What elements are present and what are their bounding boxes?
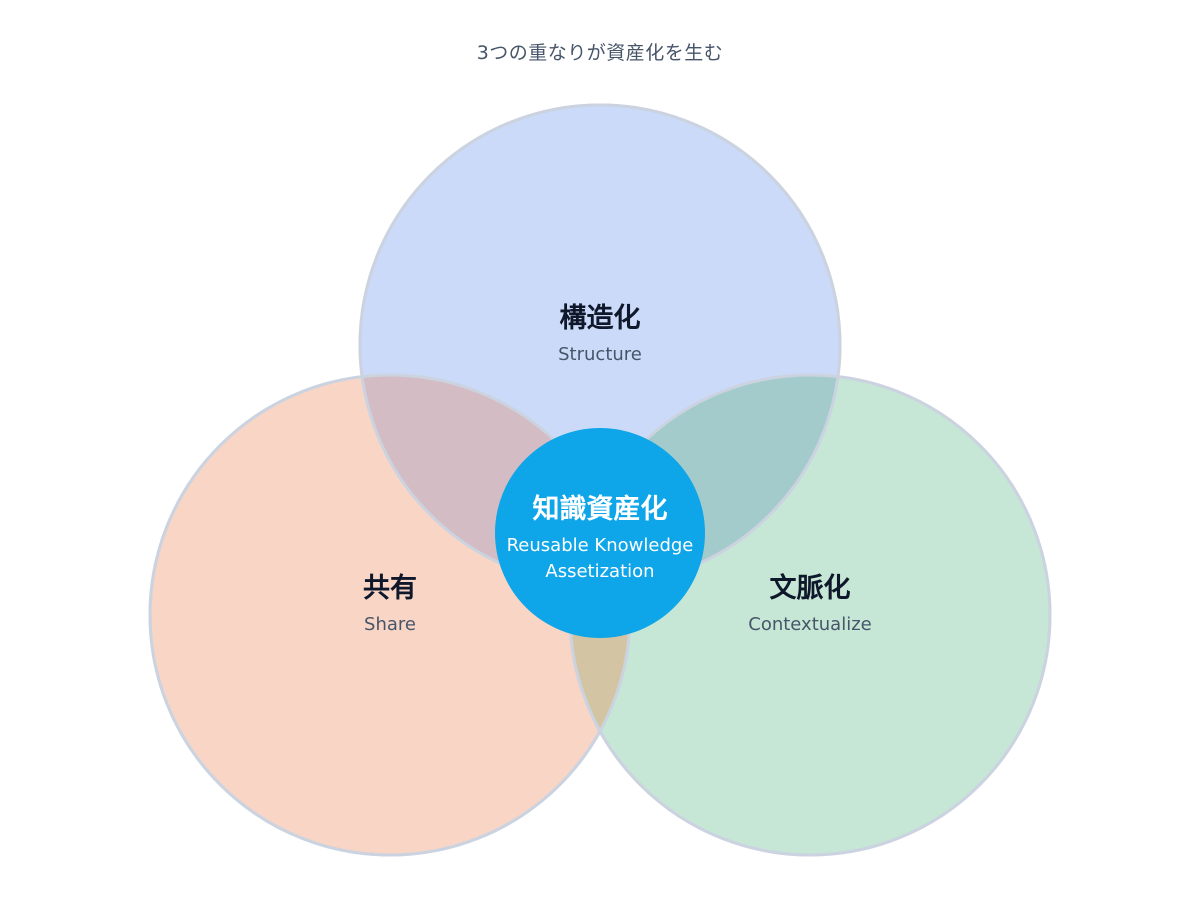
structure-title: 構造化 [559, 303, 641, 334]
center-title: 知識資産化 [532, 494, 668, 525]
center-circle [495, 428, 705, 638]
overlap-structure-context [570, 375, 840, 585]
center-label: 知識資産化 Reusable Knowledge Assetization [460, 493, 740, 585]
context-title: 文脈化 [769, 573, 851, 604]
share-subtitle: Share [364, 614, 416, 635]
center-subtitle-line2: Assetization [545, 561, 655, 582]
overlap-structure-share [360, 375, 630, 585]
diagram-caption: 3つの重なりが資産化を生む [476, 42, 724, 64]
context-label: 文脈化 Contextualize [630, 572, 990, 636]
context-subtitle: Contextualize [748, 614, 872, 635]
structure-label: 構造化 Structure [420, 302, 780, 366]
share-label: 共有 Share [210, 572, 570, 636]
structure-subtitle: Structure [558, 344, 642, 365]
center-subtitle-line1: Reusable Knowledge [506, 535, 694, 556]
share-title: 共有 [363, 573, 417, 604]
